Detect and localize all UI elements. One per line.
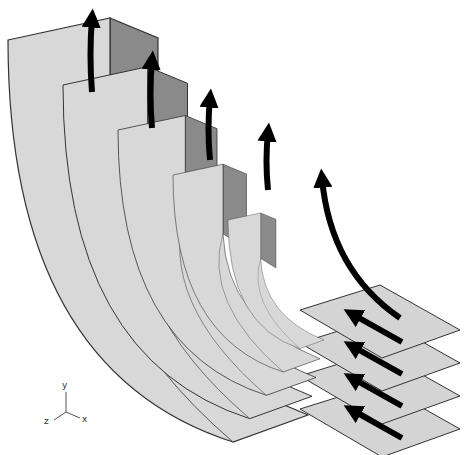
curved-vanes (8, 18, 324, 442)
axis-label: x (82, 414, 87, 424)
flow-arrows (91, 18, 403, 438)
inlet-plates (300, 285, 460, 455)
flow-arrow (91, 18, 93, 92)
flow-arrow (352, 378, 402, 406)
flow-arrow (352, 346, 402, 374)
flow-arrow (151, 60, 153, 128)
inlet-plate (300, 285, 460, 358)
flow-arrow (267, 132, 269, 190)
vane (228, 213, 324, 349)
vane-sheet (228, 213, 324, 349)
axis-triad (54, 392, 80, 420)
axis-label: z (44, 416, 49, 426)
flow-arrow (209, 98, 211, 160)
flow-arrow (322, 178, 400, 318)
flow-arrow (352, 314, 402, 342)
vane-divider (261, 213, 276, 268)
flow-arrow (352, 410, 402, 438)
axis-label: y (62, 380, 67, 390)
vane-edge (258, 258, 300, 348)
